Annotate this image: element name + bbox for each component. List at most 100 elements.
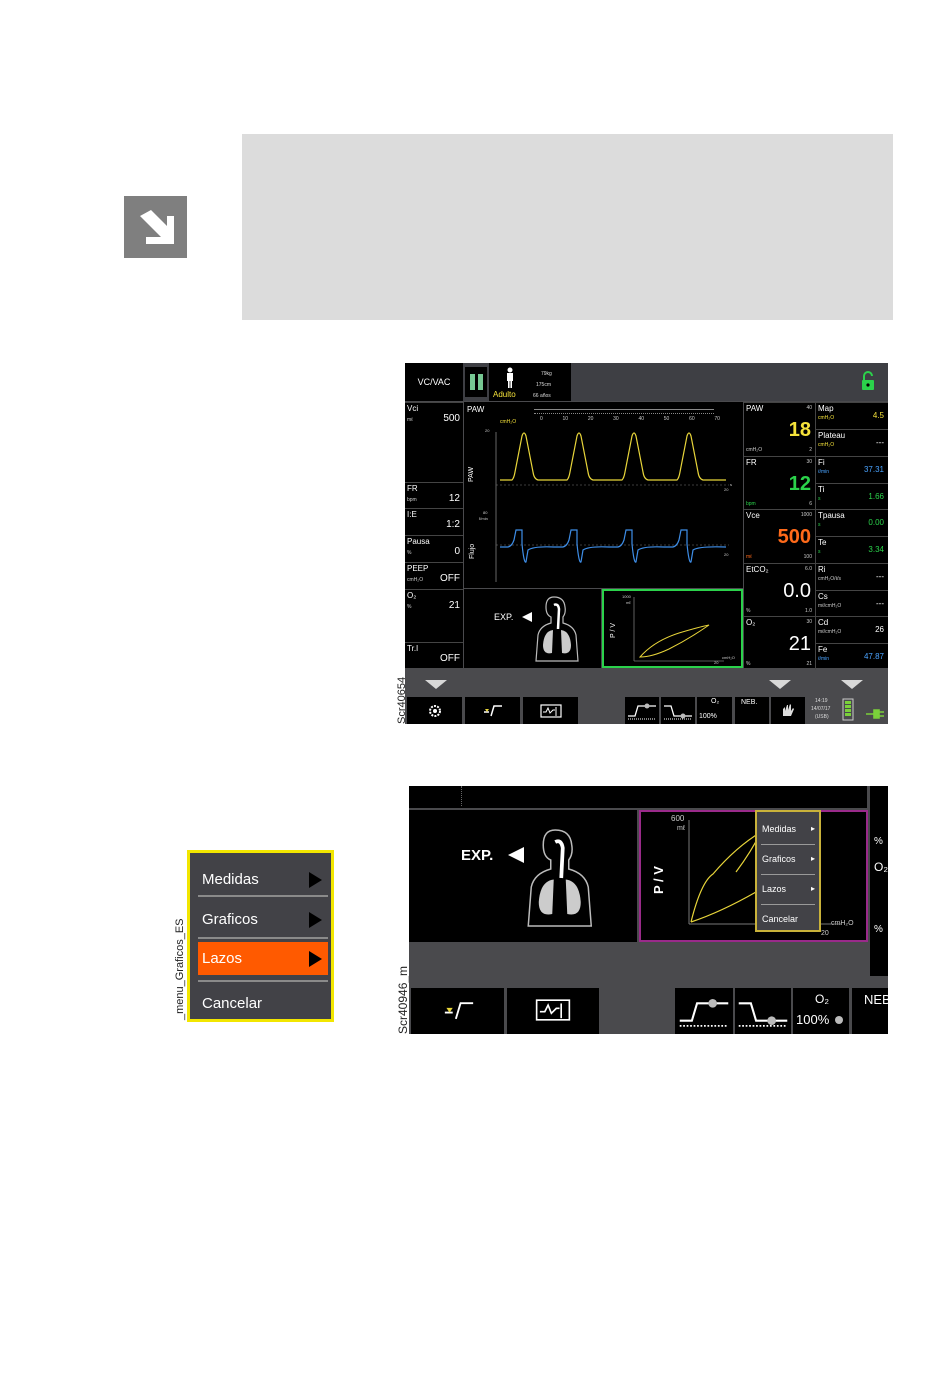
unlock-icon[interactable]	[861, 371, 875, 391]
figure-label: _menu_Graficos_ES	[174, 918, 186, 1021]
insp-hold-icon	[679, 999, 729, 1027]
param-o2[interactable]: O₂%21	[405, 589, 463, 615]
arrow-right-icon: ▸	[811, 884, 816, 893]
o2-boost-button[interactable]: O₂ 100%	[697, 697, 732, 724]
arrow-right-icon	[309, 872, 322, 888]
menu-item-cancelar[interactable]: Cancelar	[202, 995, 263, 1012]
popup-item-lazos[interactable]: Lazos	[762, 884, 787, 894]
neb-button[interactable]: NEB	[852, 988, 888, 1034]
pv-loop-panel[interactable]: P / V 1000 mℓ 20 cmH₂O	[602, 589, 743, 668]
param-pausa[interactable]: Pausa%0	[405, 535, 463, 561]
neb-button[interactable]: NEB.	[735, 697, 769, 724]
patient-weight: 79kg	[541, 371, 552, 377]
chevron-down-icon[interactable]	[769, 680, 791, 689]
manual-breath-button[interactable]	[771, 697, 805, 724]
mode-button[interactable]: VC/VAC	[405, 363, 463, 401]
exp-arrow-icon	[522, 612, 532, 622]
waveform-screen-icon	[540, 704, 562, 718]
divider	[761, 844, 815, 845]
monitor-o2[interactable]: O₂ 30 21 % 21	[744, 616, 816, 670]
chevron-down-icon[interactable]	[841, 680, 863, 689]
divider	[198, 895, 328, 897]
lungs-icon	[535, 596, 579, 662]
paw-unit: cmH₂O	[500, 419, 517, 425]
lungs-icon	[527, 829, 593, 927]
insp-hold-icon	[628, 703, 656, 720]
inspiration-hold-button[interactable]	[675, 988, 733, 1034]
loop-popup-menu: Medidas ▸ Graficos ▸ Lazos ▸ Cancelar	[755, 810, 821, 932]
exp-arrow-icon	[508, 847, 524, 863]
graphs-menu: Medidas Graficos Lazos Cancelar	[187, 850, 334, 1022]
pv-vol-unit: mℓ	[626, 600, 631, 605]
arrow-right-icon: ▸	[811, 824, 816, 833]
expiration-hold-button[interactable]	[661, 697, 695, 724]
patient-button[interactable]: Adulto 79kg 175cm 66 años	[489, 363, 571, 401]
paw-title: PAW	[467, 405, 485, 414]
monitor-layout-button[interactable]	[507, 988, 599, 1034]
scale-bar	[534, 409, 714, 414]
popup-item-medidas[interactable]: Medidas	[762, 824, 797, 834]
menu-item-medidas[interactable]: Medidas	[198, 863, 328, 896]
pv-loop-panel-zoom[interactable]: P / V 600 mℓ 20 cmH₂O Medidas ▸ Graficos…	[639, 810, 868, 942]
arrow-right-icon	[309, 951, 322, 967]
monitor-vce[interactable]: Vce 1000 500 mℓ 100	[744, 509, 816, 563]
o2-boost-button[interactable]: O₂ 100%	[793, 988, 849, 1034]
person-icon	[507, 367, 513, 388]
settings-button[interactable]	[407, 697, 462, 724]
plug-icon	[866, 709, 884, 719]
monitor-fr[interactable]: FR 30 12 bpm 6	[744, 456, 816, 510]
zoomed-screen: % O₂ % EXP. P / V 600 mℓ 20 cmH₂O Medida…	[409, 786, 888, 1034]
info-box	[242, 134, 893, 320]
arrow-right-icon	[309, 912, 322, 928]
pv-vol-unit: mℓ	[677, 825, 686, 832]
chevron-down-icon[interactable]	[425, 680, 447, 689]
trigger-button[interactable]	[411, 988, 504, 1034]
patient-age: 66 años	[533, 393, 551, 399]
divider	[761, 874, 815, 875]
clock-time: 14:19	[815, 698, 828, 704]
monitor-layout-button[interactable]	[523, 697, 578, 724]
menu-item-lazos[interactable]: Lazos	[198, 942, 328, 975]
trigger-icon	[444, 1002, 474, 1020]
flow-axis-label: Flujo	[469, 543, 476, 559]
pv-pres-unit: cmH₂O	[831, 920, 854, 927]
monitor-paw[interactable]: PAW 40 18 cmH₂O 2	[744, 402, 816, 456]
inspiration-hold-button[interactable]	[625, 697, 659, 724]
trigger-button[interactable]	[465, 697, 520, 724]
lungs-panel-zoom: EXP.	[409, 810, 637, 942]
figure-label: Scr40946_m	[396, 965, 410, 1034]
expiration-hold-button[interactable]	[735, 988, 791, 1034]
popup-item-graficos[interactable]: Graficos	[762, 854, 796, 864]
exp-label: EXP.	[494, 612, 514, 622]
waveform-strip	[409, 786, 867, 808]
monitor-etco2[interactable]: EtCO₂ 6.0 0.0 % 1.0	[744, 563, 816, 617]
paw-time-end: 20	[724, 487, 729, 492]
usb-status: (USB)	[815, 714, 829, 720]
pv-pres-end: 20	[714, 660, 719, 665]
gear-icon	[429, 705, 441, 717]
popup-item-cancelar[interactable]: Cancelar	[762, 914, 799, 924]
patient-height: 175cm	[536, 382, 552, 388]
battery-icon	[842, 698, 854, 721]
menu-item-graficos[interactable]: Graficos	[198, 903, 328, 936]
pause-button[interactable]	[465, 367, 487, 397]
flow-scale-top: 80	[483, 510, 488, 515]
lungs-panel: EXP.	[464, 589, 601, 668]
